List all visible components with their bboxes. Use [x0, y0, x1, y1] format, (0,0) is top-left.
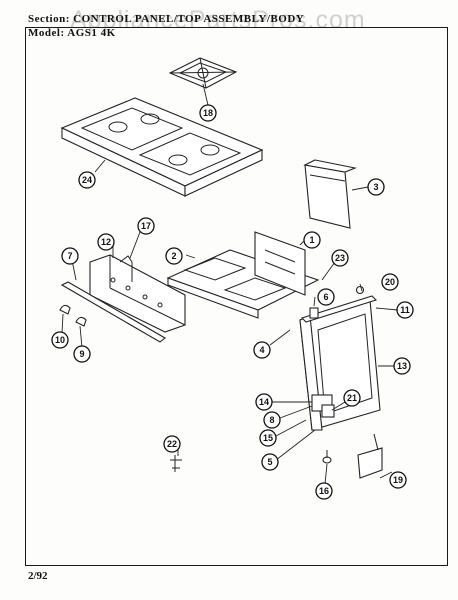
leveling-foot [322, 450, 332, 464]
section-title: Section: CONTROL PANEL/TOP ASSEMBLY/BODY [28, 13, 305, 25]
callout-12: 12 [97, 233, 115, 251]
callout-21: 21 [343, 389, 361, 407]
svg-text:11: 11 [400, 305, 410, 315]
connector [170, 455, 182, 472]
callout-14: 14 [255, 393, 273, 411]
backguard-panel [303, 159, 357, 229]
callout-5: 5 [261, 453, 279, 471]
svg-text:8: 8 [269, 415, 274, 425]
svg-text:19: 19 [393, 475, 403, 485]
main-top [166, 249, 320, 319]
svg-text:9: 9 [79, 349, 84, 359]
svg-text:6: 6 [323, 292, 328, 302]
svg-text:3: 3 [373, 182, 378, 192]
callout-2: 2 [165, 247, 183, 265]
revision-date: 2/92 [28, 570, 48, 582]
svg-text:13: 13 [397, 361, 407, 371]
callout-20: 20 [381, 273, 399, 291]
callout-11: 11 [396, 301, 414, 319]
svg-text:16: 16 [319, 486, 329, 496]
svg-text:15: 15 [263, 433, 273, 443]
svg-text:22: 22 [167, 439, 177, 449]
callout-8: 8 [263, 411, 281, 429]
svg-text:5: 5 [267, 457, 272, 467]
callout-4: 4 [253, 341, 271, 359]
callout-18: 18 [199, 104, 217, 122]
rear-panel [254, 231, 306, 296]
callout-15: 15 [259, 429, 277, 447]
model-label: Model: AGS1 4K [28, 27, 116, 39]
callout-24: 24 [78, 171, 96, 189]
callout-19: 19 [389, 471, 407, 489]
callout-10: 10 [51, 331, 69, 349]
svg-text:4: 4 [259, 345, 264, 355]
knob [59, 304, 87, 327]
svg-text:23: 23 [335, 253, 345, 263]
svg-text:1: 1 [309, 235, 314, 245]
burner-grate [168, 57, 238, 89]
trim-strip [60, 281, 166, 343]
callout-6: 6 [317, 288, 335, 306]
watermark: AppliancePartsPros.com [70, 6, 366, 34]
svg-text:24: 24 [82, 175, 92, 185]
callout-17: 17 [137, 217, 155, 235]
side-flange [300, 295, 378, 323]
svg-text:21: 21 [347, 393, 357, 403]
support-bracket [119, 255, 133, 282]
screw [355, 285, 365, 295]
callout-13: 13 [393, 357, 411, 375]
callout-16: 16 [315, 482, 333, 500]
callout-3: 3 [367, 178, 385, 196]
svg-text:20: 20 [385, 277, 395, 287]
clip [309, 307, 319, 319]
control-panel [89, 254, 186, 333]
cooktop [60, 97, 264, 197]
svg-text:10: 10 [55, 335, 65, 345]
svg-text:18: 18 [203, 108, 213, 118]
callout-22: 22 [163, 435, 181, 453]
svg-text:2: 2 [171, 251, 176, 261]
diagram-frame [25, 27, 448, 566]
callout-9: 9 [73, 345, 91, 363]
anti-tip-bracket [357, 433, 383, 479]
callout-23: 23 [331, 249, 349, 267]
callout-1: 1 [303, 231, 321, 249]
leader-lines [61, 83, 399, 485]
svg-text:17: 17 [141, 221, 151, 231]
valve-assembly [305, 394, 335, 418]
svg-text:7: 7 [67, 251, 72, 261]
svg-text:12: 12 [101, 237, 111, 247]
callout-7: 7 [61, 247, 79, 265]
svg-text:14: 14 [259, 397, 269, 407]
